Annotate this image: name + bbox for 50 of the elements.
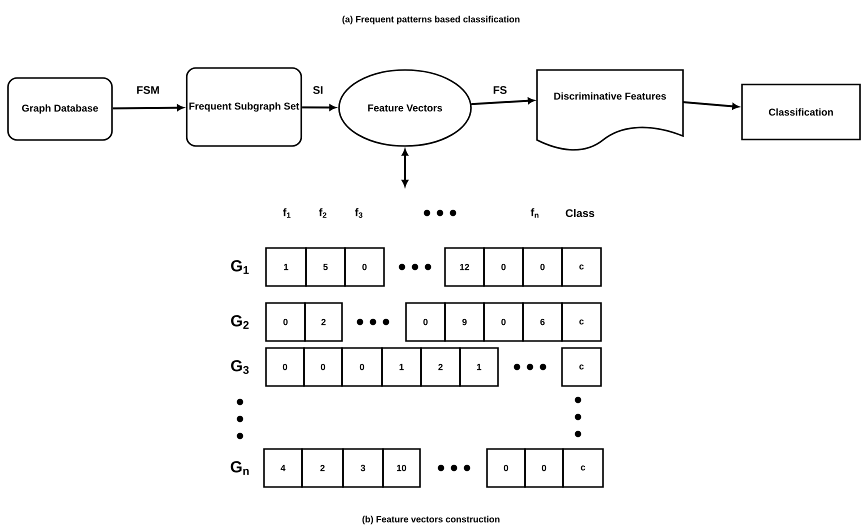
table-cell: 0 [341, 347, 383, 387]
table-cell: 0 [486, 448, 526, 488]
title: (a) Frequent patterns based classification [342, 16, 520, 24]
table-cell: 0 [344, 247, 385, 287]
table-cell: 2 [420, 347, 461, 387]
table-cell: 4 [263, 448, 303, 488]
table-cell: 9 [444, 302, 485, 342]
table-cell: 0 [405, 302, 446, 342]
table-cell: 12 [444, 247, 485, 287]
row-label: G$_{2}$ [231, 315, 249, 329]
table-cell: 0 [524, 448, 564, 488]
table-cell: 0 [265, 347, 305, 387]
arrow [471, 98, 535, 106]
table-cell: 0 [265, 302, 306, 342]
table-cell: 0 [483, 247, 524, 287]
column-header: f$_{1}$ [282, 208, 290, 218]
table-cell: 1 [381, 347, 422, 387]
table-cell: 5 [305, 247, 346, 287]
row-label: G$_{1}$ [231, 260, 249, 274]
column-header: f$_{3}$ [354, 208, 362, 218]
process-box: Graph Database [7, 77, 113, 141]
column-header: f$_{n}$ [530, 208, 538, 218]
arrow [683, 101, 739, 110]
arrow [302, 104, 336, 111]
edge-label: FS [492, 85, 508, 95]
table-cell: c [561, 302, 602, 342]
table-cell: c [561, 247, 602, 287]
row-label: G$_{3}$ [231, 360, 249, 374]
table-cell: 0 [303, 347, 343, 387]
table-cell: c [561, 347, 602, 387]
arrow [112, 104, 184, 111]
table-cell: c [562, 448, 604, 488]
table-cell: 0 [522, 247, 563, 287]
column-header: f$_{2}$ [318, 208, 326, 218]
table-cell: 2 [304, 302, 343, 342]
table-cell: 0 [483, 302, 524, 342]
table-cell: 1 [265, 247, 307, 287]
table-cell: 10 [382, 448, 421, 488]
row-label: G$_{n}$ [230, 461, 249, 475]
table-cell: 6 [522, 302, 563, 342]
process-box: Classification [741, 84, 861, 140]
table-cell: 3 [342, 448, 384, 488]
caption: (b) Feature vectors construction [362, 516, 500, 524]
table-cell: 2 [301, 448, 344, 488]
arrow [402, 149, 408, 187]
table-cell: 1 [459, 347, 499, 387]
process-box: Frequent Subgraph Set [186, 67, 302, 147]
edge-label: SI [312, 85, 324, 95]
edge-label: FSM [135, 85, 161, 95]
column-header: Class [566, 208, 594, 218]
